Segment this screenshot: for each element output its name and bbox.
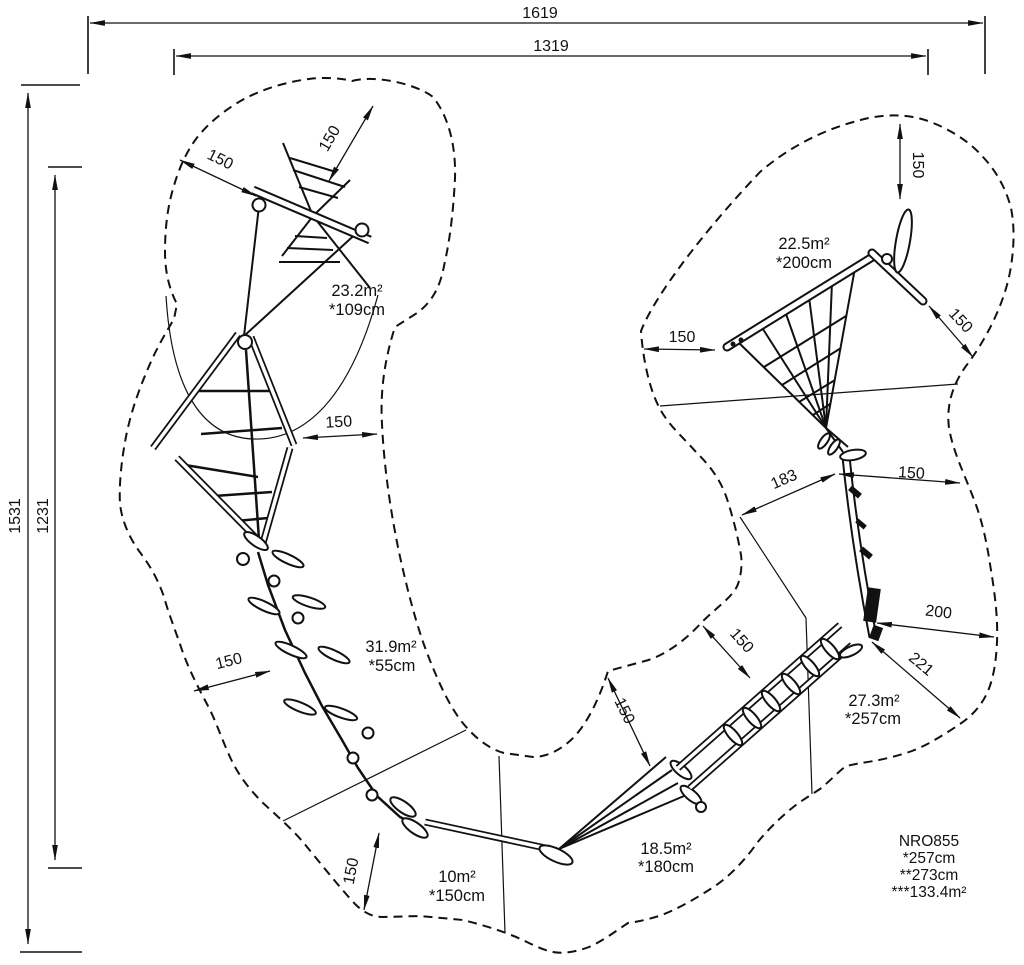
clearance-200-wall-bottom: 200 — [924, 602, 953, 622]
fan-net-structure — [722, 208, 928, 456]
a-frame-ladder-structure — [150, 331, 298, 544]
spider-net-structure — [243, 142, 372, 337]
zone-label-spider-net-area: 23.2m² — [331, 282, 383, 300]
zone-label-fan-net-area: 22.5m² — [778, 235, 830, 253]
zone-label-climbing-wall-area: 27.3m² — [848, 692, 900, 710]
zone-label-log-trail-height: *55cm — [369, 657, 416, 675]
zone-label-fan-net-height: *200cm — [776, 254, 832, 272]
log-trail-structure — [236, 530, 419, 828]
zone-label-balance-beam-height: *150cm — [429, 887, 485, 905]
zone-label-log-trail-area: 31.9m² — [365, 638, 417, 656]
clearance-150-fannet-right: 150 — [945, 305, 976, 336]
dim-label-outer-height: 1531 — [7, 498, 24, 534]
clearance-150-fannet-top: 150 — [909, 152, 926, 179]
clearance-150-spider-left: 150 — [204, 146, 236, 173]
product-safety-area: ***133.4m² — [892, 884, 967, 901]
balance-beam-structure — [389, 796, 574, 866]
zone-label-balance-beam-area: 10m² — [438, 868, 476, 886]
safety-area-boundary — [118, 76, 1015, 954]
clearance-150-wall-right: 150 — [897, 464, 925, 483]
clearance-150-fannet-left: 150 — [669, 329, 696, 346]
dim-label-outer-width: 1619 — [522, 5, 558, 22]
clearance-150-trail-left: 150 — [214, 650, 244, 673]
clearance-dimensions — [179, 105, 995, 911]
clearance-150-ladder-top: 150 — [726, 625, 757, 656]
clearance-150-aframe-right: 150 — [325, 413, 353, 431]
net-bridge-structure — [558, 756, 707, 850]
product-fall-height: **273cm — [900, 867, 959, 884]
rope-ladder-structure — [675, 622, 864, 791]
clearance-150-trail-bottom: 150 — [341, 856, 363, 886]
overall-dimensions — [20, 16, 986, 953]
zone-label-net-bridge-area: 18.5m² — [640, 840, 692, 858]
clearance-150-spider-top: 150 — [316, 123, 344, 155]
product-code: NRO855 — [899, 833, 959, 850]
dim-label-inner-width: 1319 — [533, 38, 569, 55]
zone-label-climbing-wall-height: *257cm — [845, 710, 901, 728]
product-max-height: *257cm — [903, 850, 956, 867]
clearance-150-ladder-bottom: 150 — [611, 695, 638, 727]
zone-label-net-bridge-height: *180cm — [638, 858, 694, 876]
product-info: NRO855 *257cm **273cm ***133.4m² — [892, 833, 967, 901]
clearance-183-wall-left: 183 — [769, 467, 800, 493]
zone-label-spider-net-height: *109cm — [329, 301, 385, 319]
dim-label-inner-height: 1231 — [35, 498, 52, 534]
